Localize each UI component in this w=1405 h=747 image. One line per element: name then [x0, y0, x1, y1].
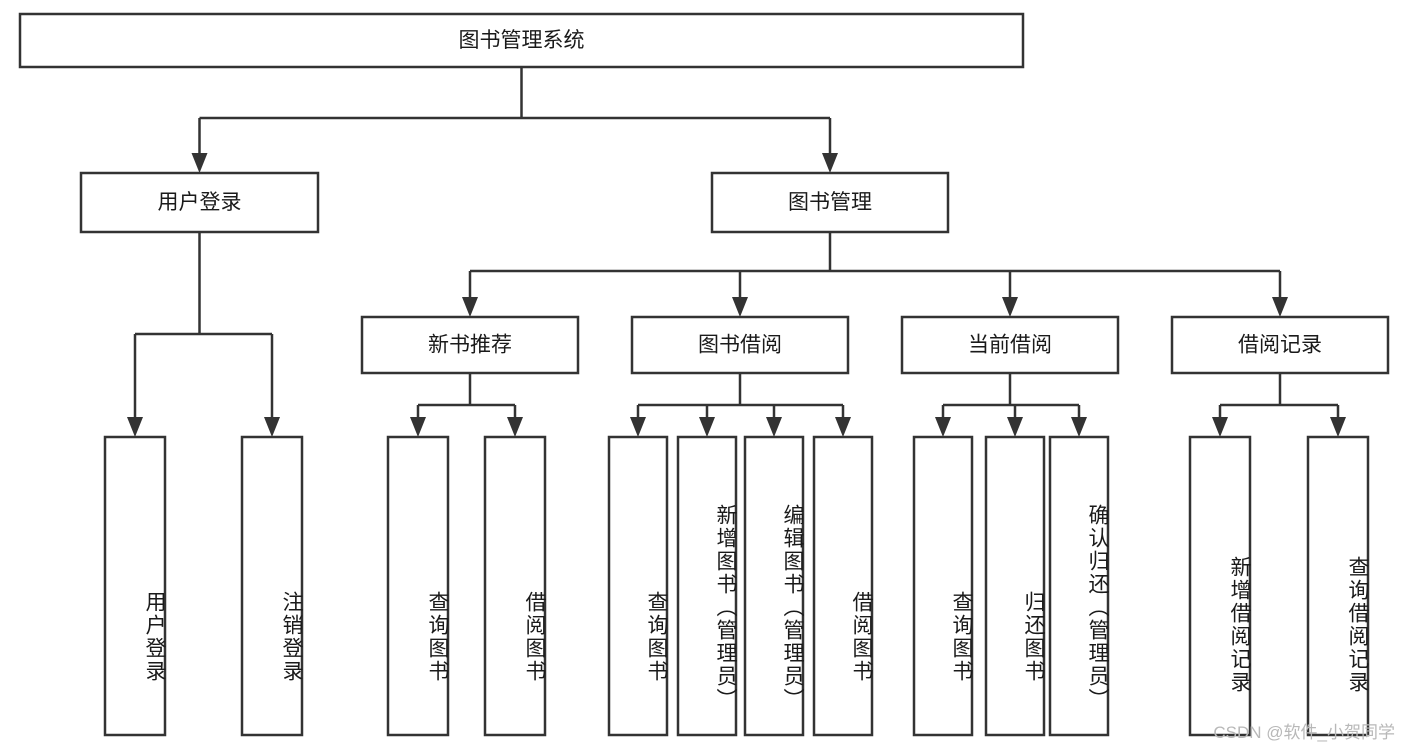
node-label-book-borrow: 图书借阅	[698, 334, 782, 357]
node-box-current-borrow[interactable]	[900, 315, 1120, 375]
node-box-leaf-user-login[interactable]	[103, 435, 167, 737]
node-box-new-book-recommend[interactable]	[360, 315, 580, 375]
node-label-new-book-recommend: 新书推荐	[428, 334, 512, 357]
node-box-leaf-add-book[interactable]	[676, 435, 738, 737]
node-box-leaf-return-book[interactable]	[984, 435, 1046, 737]
connector-borrow-record	[1212, 373, 1346, 437]
node-box-root[interactable]	[18, 12, 1025, 69]
node-box-leaf-edit-book[interactable]	[743, 435, 805, 737]
node-label-user-login: 用户登录	[158, 191, 242, 214]
node-box-leaf-query-record[interactable]	[1306, 435, 1370, 737]
node-label-current-borrow: 当前借阅	[968, 334, 1052, 357]
node-box-leaf-confirm-return[interactable]	[1048, 435, 1110, 737]
connector-current-borrow	[935, 373, 1087, 437]
node-box-leaf-logout[interactable]	[240, 435, 304, 737]
node-box-leaf-borrow-book-1[interactable]	[483, 435, 547, 737]
connector-user-login	[127, 232, 280, 437]
node-label-borrow-record: 借阅记录	[1238, 334, 1322, 357]
connector-book-manage	[462, 232, 1288, 317]
node-box-leaf-query-book-2[interactable]	[607, 435, 669, 737]
node-box-leaf-add-record[interactable]	[1188, 435, 1252, 737]
node-box-leaf-borrow-book-2[interactable]	[812, 435, 874, 737]
node-label-root: 图书管理系统	[459, 29, 585, 52]
connector-layer	[127, 67, 1346, 437]
connector-book-borrow	[630, 373, 851, 437]
node-box-book-manage[interactable]	[710, 171, 950, 234]
node-box-leaf-query-book-1[interactable]	[386, 435, 450, 737]
node-box-user-login[interactable]	[79, 171, 320, 234]
node-box-book-borrow[interactable]	[630, 315, 850, 375]
watermark-text: CSDN @软件_小贺同学	[1213, 723, 1395, 742]
node-box-leaf-query-book-3[interactable]	[912, 435, 974, 737]
node-box-borrow-record[interactable]	[1170, 315, 1390, 375]
node-label-book-manage: 图书管理	[788, 191, 872, 214]
connector-new-book-recommend	[410, 373, 523, 437]
connector-root	[191, 67, 838, 173]
node-box-layer	[18, 12, 1390, 737]
